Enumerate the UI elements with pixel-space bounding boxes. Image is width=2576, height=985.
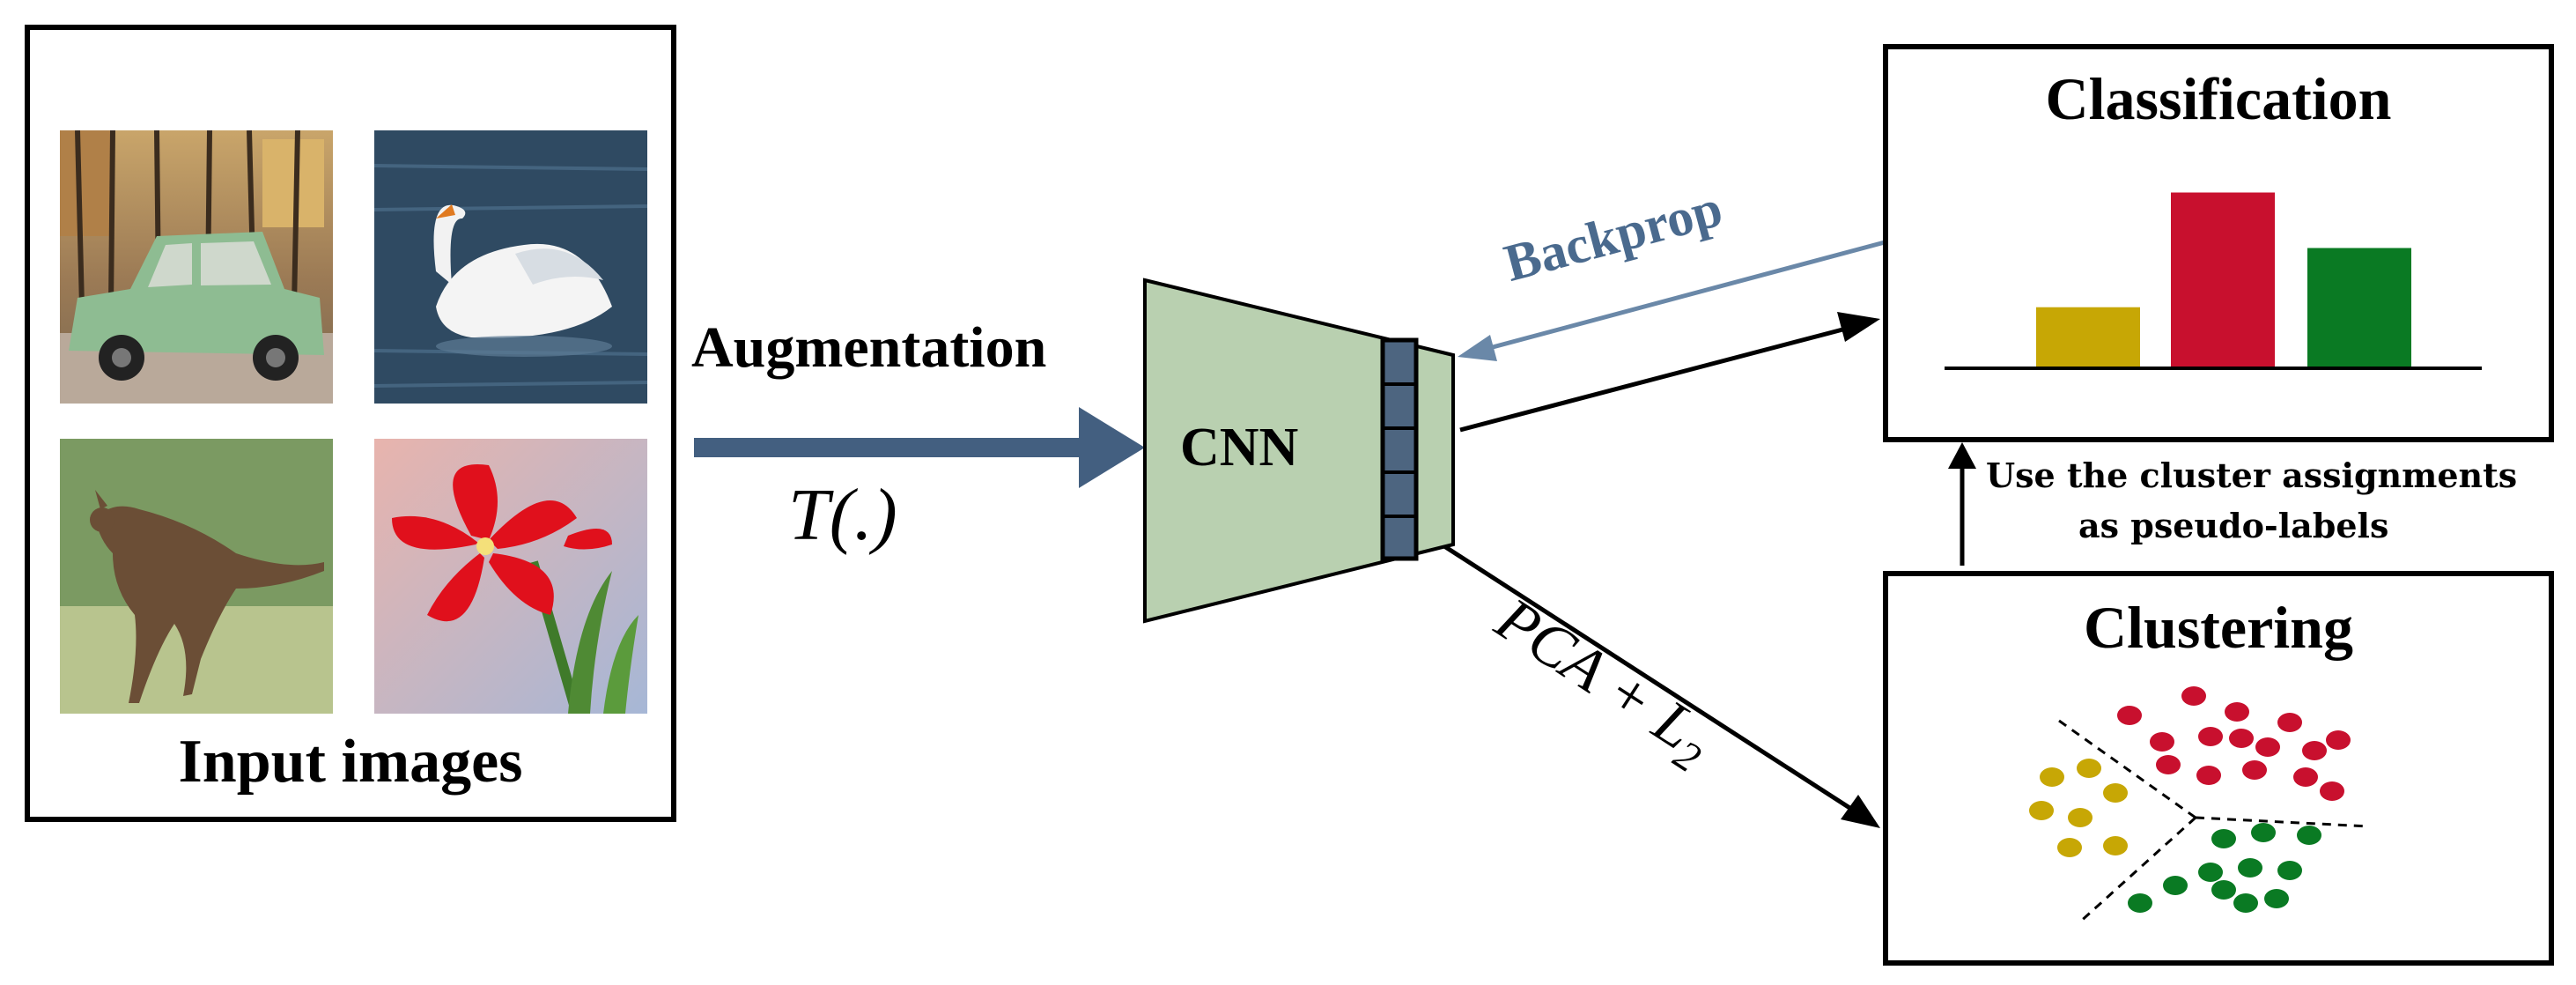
cluster-point-green [2128,893,2152,913]
cluster-point-green [2238,858,2262,878]
cluster-point-red [2225,702,2249,722]
cluster-point-red [2320,781,2344,801]
cluster-point-green [2264,889,2289,908]
augmentation-label: Augmentation [691,315,1047,380]
cluster-point-green [2233,893,2258,913]
cluster-point-green [2211,880,2236,900]
cluster-point-green [2211,829,2236,848]
cnn-to-classification-arrow [1459,312,1880,433]
cluster-divider-top [2058,719,2196,819]
cluster-point-red [2198,727,2223,746]
cluster-point-yellow [2040,767,2064,787]
cluster-point-red [2181,686,2206,706]
cluster-point-green [2163,876,2188,895]
cnn-to-clustering-arrow [1443,544,1880,828]
classification-bar-3 [2307,248,2411,368]
cluster-point-yellow [2029,801,2054,820]
cluster-point-green [2277,861,2302,880]
feature-vector [1380,337,1419,561]
classification-bar-1 [2036,307,2140,368]
cluster-point-green [2251,823,2276,842]
cluster-point-red [2242,760,2267,780]
clustering-title: Clustering [2084,594,2353,661]
classification-bar-2 [2171,192,2275,368]
kangaroo-image [60,439,333,714]
augmentation-formula: T(.) [788,474,897,556]
cluster-point-red [2150,732,2174,752]
backprop-arrow [1458,240,1886,361]
flower-image [374,439,647,714]
car-image [60,130,333,404]
cluster-point-yellow [2103,783,2128,803]
cluster-divider-right [2195,816,2370,828]
classification-title: Classification [2045,65,2392,132]
clustering-panel [1883,571,2554,966]
cluster-point-yellow [2077,759,2101,778]
cluster-point-red [2326,730,2351,750]
pseudo-labels-line2: as pseudo-labels [2078,506,2389,545]
cluster-point-yellow [2057,838,2082,857]
cluster-point-red [2117,706,2142,725]
cluster-point-red [2302,741,2327,760]
swan-image [374,130,647,404]
cluster-point-red [2293,767,2318,787]
augmentation-arrow [694,407,1145,488]
pseudo-labels-line1: Use the cluster assignments [1986,455,2518,495]
cluster-point-red [2156,755,2181,774]
cluster-point-red [2196,766,2221,785]
cluster-point-green [2198,863,2223,882]
cluster-point-green [2297,826,2321,845]
pseudo-label-arrow [1948,442,1976,566]
cluster-point-red [2229,729,2254,748]
cluster-point-red [2255,737,2280,757]
cluster-point-red [2277,713,2302,732]
cluster-point-yellow [2103,836,2128,855]
cluster-point-yellow [2068,808,2093,827]
cluster-divider-bottom [2077,816,2197,925]
cnn-label: CNN [1180,418,1299,478]
input-images-caption: Input images [178,728,523,796]
